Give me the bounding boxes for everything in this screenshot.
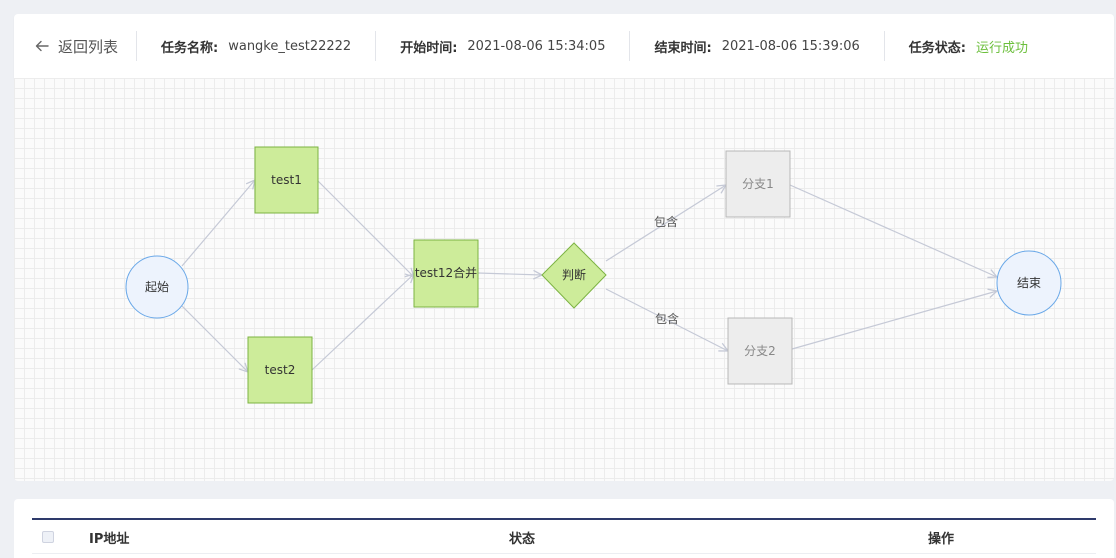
edge-start-test2 [181,305,248,372]
task-header: 返回列表 任务名称: wangke_test22222 开始时间: 2021-0… [14,14,1114,78]
start-time-field: 开始时间: 2021-08-06 15:34:05 [376,37,629,56]
arrow-left-icon [35,40,49,52]
back-label: 返回列表 [58,37,119,56]
node-branch2[interactable]: 分支2 [727,317,793,385]
node-test1[interactable]: test1 [254,146,319,214]
node-start[interactable]: 起始 [125,255,189,319]
back-to-list-button[interactable]: 返回列表 [14,32,136,60]
end-time-label: 结束时间: [654,40,712,56]
node-branch2-label: 分支2 [744,344,776,358]
ip-status-table: IP地址 状态 操作 [14,499,1114,558]
column-header-status: 状态 [509,531,536,547]
edge-test1-merge [317,180,414,277]
column-header-ip: IP地址 [89,531,130,547]
flow-diagram: 包含 包含 起始 test1 test2 test12合并 [125,146,1062,404]
task-status-value: 运行成功 [975,40,1028,56]
edge-label-branch2: 包含 [655,311,679,326]
edge-decision-branch1 [605,185,726,262]
end-time-value: 2021-08-06 15:39:06 [721,38,860,54]
node-decision-label: 判断 [562,267,586,282]
node-test2[interactable]: test2 [247,336,313,404]
column-header-actions: 操作 [928,531,955,547]
edge-branch1-end [789,184,997,277]
edge-merge-decision [477,273,542,275]
node-start-label: 起始 [145,280,169,294]
start-time-label: 开始时间: [400,40,458,56]
end-time-field: 结束时间: 2021-08-06 15:39:06 [630,37,883,56]
table-top-border [32,518,1096,520]
edge-test2-merge [311,274,414,371]
divider [136,31,138,61]
start-time-value: 2021-08-06 15:34:05 [467,38,606,54]
table-header-divider [32,553,1096,554]
flow-canvas[interactable]: 包含 包含 起始 test1 test2 test12合并 [14,78,1114,481]
node-merge[interactable]: test12合并 [413,239,479,308]
edge-label-branch1: 包含 [654,214,678,229]
node-decision[interactable]: 判断 [541,242,607,309]
divider [629,31,631,61]
divider [883,31,885,61]
divider [375,31,377,61]
node-test2-label: test2 [265,363,296,377]
node-test1-label: test1 [271,173,302,187]
node-merge-label: test12合并 [415,265,477,280]
node-end-label: 结束 [1017,276,1041,290]
task-name-label: 任务名称: [161,40,219,56]
select-all-checkbox[interactable] [42,531,54,543]
node-branch1[interactable]: 分支1 [725,150,791,218]
task-name-value: wangke_test22222 [228,38,352,54]
table-header-row: IP地址 状态 操作 [32,521,1096,553]
task-status-field: 任务状态: 运行成功 [885,37,1052,56]
edge-branch2-end [791,291,997,350]
task-name-field: 任务名称: wangke_test22222 [137,37,375,56]
task-status-label: 任务状态: [908,40,966,56]
edge-start-test1 [181,180,255,267]
edge-decision-branch2 [605,288,728,351]
node-end[interactable]: 结束 [996,250,1062,316]
node-branch1-label: 分支1 [742,177,774,191]
